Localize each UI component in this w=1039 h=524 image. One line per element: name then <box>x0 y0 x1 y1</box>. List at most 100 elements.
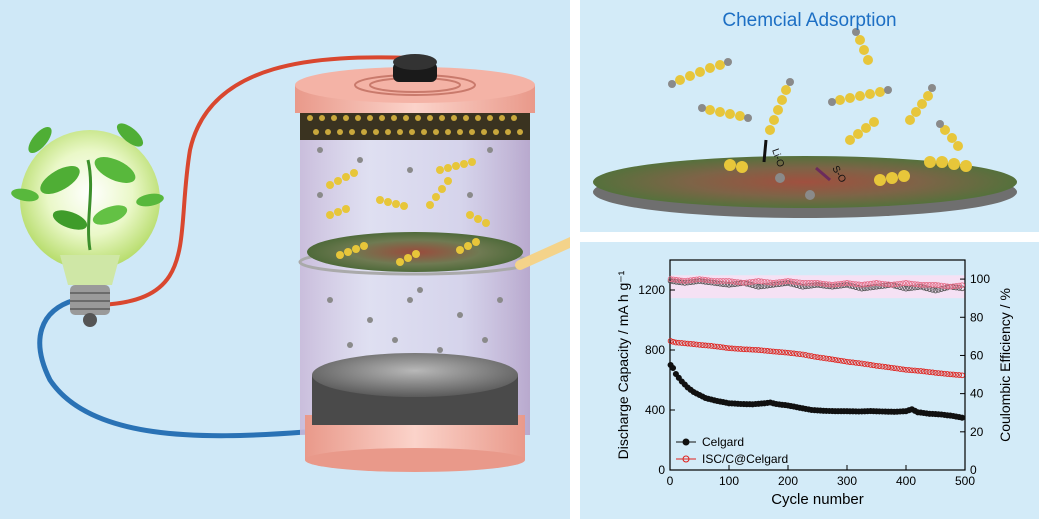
data-point-1 <box>773 348 780 355</box>
data-point-3 <box>782 278 788 285</box>
data-point-2 <box>864 285 871 291</box>
data-point-2 <box>897 284 903 290</box>
data-point-2 <box>696 278 703 284</box>
data-point-3 <box>690 277 697 283</box>
data-point-1 <box>885 364 892 371</box>
data-point-3 <box>941 283 948 289</box>
data-point-1 <box>891 365 898 371</box>
data-point-3 <box>947 283 954 290</box>
data-point-1 <box>835 357 841 364</box>
data-point-1 <box>923 368 930 375</box>
data-point-3 <box>853 281 859 287</box>
data-point-1 <box>903 366 909 373</box>
data-point-3 <box>920 281 927 288</box>
data-point-2 <box>667 278 674 284</box>
data-point-3 <box>779 278 785 285</box>
data-point-3 <box>909 280 915 287</box>
data-point-1 <box>791 350 797 357</box>
data-point-3 <box>679 277 685 284</box>
legend-label: Celgard <box>702 435 744 449</box>
data-point-1 <box>820 355 827 361</box>
data-point-3 <box>867 280 874 287</box>
data-point-1 <box>909 367 915 374</box>
legend-label: ISC/C@Celgard <box>702 452 788 466</box>
data-point-3 <box>903 280 909 286</box>
data-point-3 <box>882 281 889 287</box>
data-point-1 <box>841 358 847 365</box>
data-point-2 <box>861 285 868 292</box>
data-point-1 <box>767 348 774 355</box>
data-point-1 <box>858 360 865 367</box>
y-right-tick-label: 20 <box>970 425 984 439</box>
data-point-1 <box>823 355 830 362</box>
data-point-1 <box>870 362 877 369</box>
data-point-2 <box>855 285 862 291</box>
data-point-3 <box>773 279 780 286</box>
data-point-3 <box>758 278 765 285</box>
data-point-3 <box>861 281 868 288</box>
data-point-3 <box>938 282 945 289</box>
data-point-3 <box>761 278 768 285</box>
data-point-1 <box>737 346 744 352</box>
data-point-3 <box>699 276 706 283</box>
negative-wire <box>37 297 306 439</box>
data-point-3 <box>740 280 747 286</box>
data-point-1 <box>817 354 824 361</box>
legend-marker <box>682 455 690 463</box>
data-point-1 <box>811 353 818 360</box>
data-point-3 <box>726 278 732 284</box>
data-point-3 <box>829 281 836 288</box>
data-point-2 <box>873 283 880 290</box>
data-point-1 <box>959 372 965 379</box>
data-point-2 <box>926 286 933 292</box>
positive-wire <box>99 55 411 307</box>
data-point-1 <box>838 357 844 364</box>
data-point-2 <box>938 286 945 292</box>
data-point-1 <box>832 356 839 363</box>
data-point-3 <box>855 281 862 288</box>
data-point-3 <box>687 277 694 284</box>
data-point-1 <box>720 344 726 351</box>
data-point-1 <box>678 340 685 346</box>
data-point-2 <box>814 281 821 288</box>
data-point-1 <box>829 356 836 363</box>
data-point-1 <box>932 369 939 376</box>
data-point-1 <box>714 343 721 350</box>
data-point-1 <box>740 346 747 353</box>
data-point-1 <box>805 352 812 359</box>
x-tick-label: 200 <box>778 474 798 488</box>
data-point-2 <box>903 285 909 292</box>
data-point-1 <box>882 364 889 370</box>
data-point-3 <box>935 282 942 289</box>
data-point-3 <box>876 280 883 287</box>
data-point-3 <box>752 278 759 285</box>
y-left-tick-label: 1200 <box>638 283 665 297</box>
data-point-3 <box>791 278 797 285</box>
y-right-tick-label: 40 <box>970 387 984 401</box>
data-point-3 <box>717 278 724 284</box>
data-point-1 <box>938 370 945 377</box>
data-point-1 <box>950 371 957 378</box>
data-point-3 <box>929 281 936 288</box>
data-point-1 <box>802 352 809 358</box>
data-point-1 <box>953 371 959 378</box>
data-marks <box>667 276 966 421</box>
data-point-1 <box>723 344 729 351</box>
battery-icon <box>295 54 535 472</box>
x-tick-label: 500 <box>955 474 975 488</box>
data-point-1 <box>732 345 738 352</box>
y-left-tick-label: 800 <box>645 343 665 357</box>
data-point-3 <box>785 278 791 284</box>
adsorption-title: Chemcial Adsorption <box>722 10 897 31</box>
data-point-3 <box>696 276 703 282</box>
data-point-2 <box>923 285 930 292</box>
data-point-3 <box>808 280 815 286</box>
data-point-3 <box>755 278 762 284</box>
data-point-3 <box>864 281 871 287</box>
data-point-1 <box>906 367 912 373</box>
data-point-1 <box>814 354 821 361</box>
data-point-3 <box>835 281 841 287</box>
legend-marker <box>682 438 690 446</box>
data-point-3 <box>891 281 898 288</box>
data-point-3 <box>873 280 880 286</box>
